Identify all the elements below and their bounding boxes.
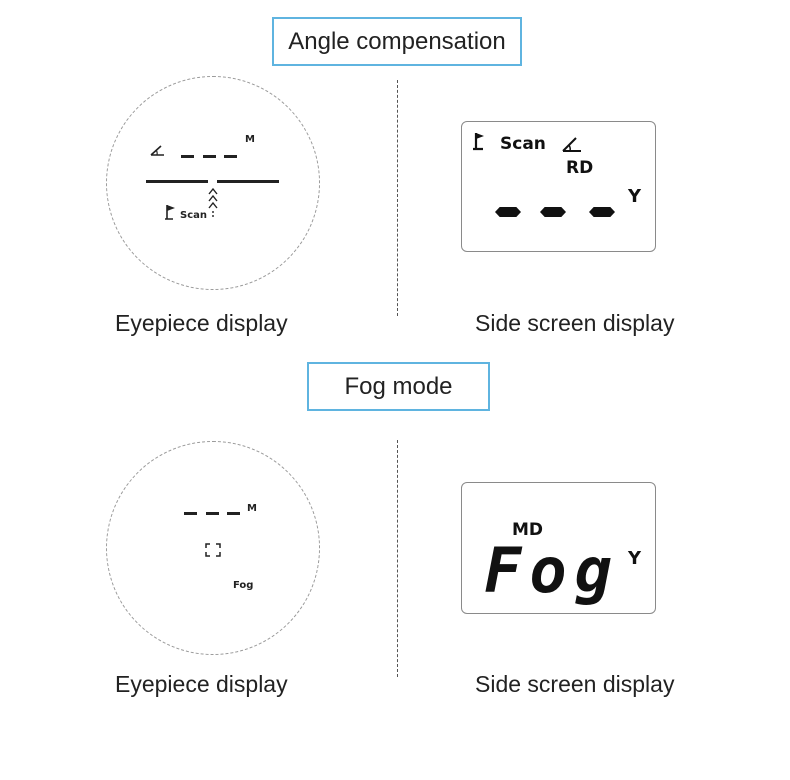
side-big-text: Fog (484, 534, 620, 607)
distance-dash (227, 512, 240, 515)
eyepiece-circle (106, 441, 320, 655)
section-title-text: Fog mode (344, 372, 453, 400)
distance-dash (224, 155, 237, 158)
flag-icon (165, 205, 175, 220)
eyepiece-mode-label: Fog (233, 580, 254, 591)
reticle-line-left (146, 180, 208, 183)
side-screen-caption: Side screen display (475, 671, 675, 697)
section-title-text: Angle compensation (288, 27, 506, 55)
distance-dash (181, 155, 194, 158)
distance-dash (206, 512, 219, 515)
side-unit-label: Y (628, 186, 642, 207)
eyepiece-caption: Eyepiece display (115, 310, 288, 336)
side-mode-label: Scan (500, 134, 546, 154)
segment-dash (589, 207, 615, 217)
side-unit-label: Y (628, 548, 642, 569)
side-sub-label: RD (566, 158, 594, 178)
eyepiece-mode-label: Scan (180, 210, 207, 221)
flag-icon (473, 133, 484, 151)
eyepiece-caption: Eyepiece display (115, 671, 288, 697)
section-title-fog-mode: Fog mode (307, 362, 490, 411)
eyepiece-circle (106, 76, 320, 290)
distance-dash (203, 155, 216, 158)
side-screen-caption: Side screen display (475, 310, 675, 336)
side-screen-lcd (461, 121, 656, 252)
section-divider (397, 440, 398, 677)
eyepiece-unit-label: M (245, 134, 255, 145)
side-screen-lcd (461, 482, 656, 614)
angle-icon (150, 145, 164, 156)
section-divider (397, 80, 398, 316)
angle-icon (562, 137, 581, 152)
up-arrows-icon (208, 187, 218, 219)
section-title-angle-compensation: Angle compensation (272, 17, 522, 66)
distance-dash (184, 512, 197, 515)
reticle-line-right (217, 180, 279, 183)
segment-dash (495, 207, 521, 217)
eyepiece-unit-label: M (247, 503, 257, 514)
segment-dash (540, 207, 566, 217)
side-sub-label: MD (512, 520, 544, 540)
focus-bracket-icon (205, 543, 221, 557)
